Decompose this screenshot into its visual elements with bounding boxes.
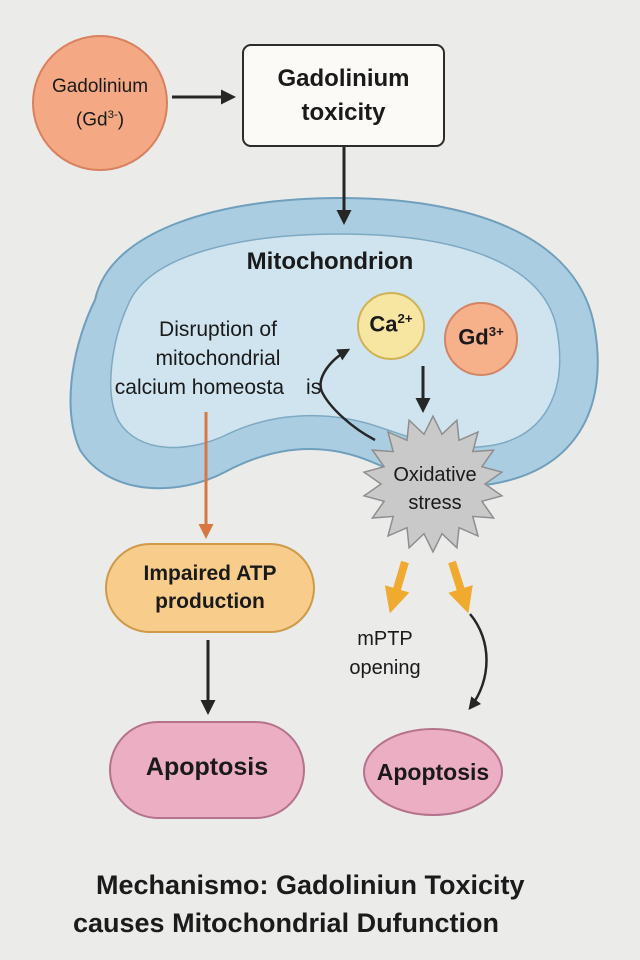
apoptosis-right-shape <box>363 728 503 816</box>
toxicity-label: Gadolinium toxicity <box>243 62 444 130</box>
gadolinium-circle <box>32 35 168 171</box>
atp-label: Impaired ATP production <box>106 560 314 616</box>
arrow-calcium-curve <box>319 348 376 442</box>
apoptosis-right-label: Apoptosis <box>376 759 490 785</box>
gadolinium-name: Gadolinium <box>51 76 149 97</box>
ca-ion-label: Ca2+ <box>369 311 413 337</box>
gd-ion <box>444 302 518 376</box>
mitochondrion-inner-membrane <box>110 233 561 449</box>
oxidative-line2: stress <box>408 492 462 514</box>
toxicity-line2: toxicity <box>301 99 386 126</box>
arrow-oxidative-to-mptp <box>384 560 410 614</box>
atp-line2: production <box>155 590 265 613</box>
atp-line1: Impaired ATP <box>143 562 277 585</box>
caption-line1: Mechanismo: Gadoliniun Toxicity <box>96 870 525 900</box>
toxicity-box <box>242 44 445 147</box>
apoptosis-left-label: Apoptosis <box>145 753 269 781</box>
ca-ion <box>357 292 425 360</box>
arrow-curve-to-apoptosis <box>468 613 488 710</box>
oxidative-line1: Oxidative <box>393 464 477 486</box>
gadolinium-label: Gadolinium (Gd3-) <box>33 72 167 134</box>
arrow-oxidative-to-apoptosis <box>448 560 473 614</box>
mptp-line1: mPTP <box>357 628 413 650</box>
mptp-label: mPTP opening <box>320 625 450 683</box>
mitochondrion-label: Mitochondrion <box>246 248 414 275</box>
caption-line2: causes Mitochondrial Dufunction <box>73 908 500 938</box>
toxicity-line1: Gadolinium <box>277 65 410 92</box>
gd-ion-label: Gd3+ <box>458 324 504 350</box>
apoptosis-left-shape <box>109 721 305 819</box>
mptp-line2: opening <box>349 657 421 679</box>
oxidative-label: Oxidative stress <box>360 461 510 517</box>
gadolinium-formula: (Gd3-) <box>75 109 125 131</box>
disruption-label: Disruption of mitochondrial calcium home… <box>102 315 334 402</box>
disruption-line1: Disruption of <box>159 318 277 341</box>
oxidative-stress-starburst <box>362 414 504 554</box>
disruption-line2: mitochondrial <box>155 347 281 370</box>
atp-box <box>105 543 315 633</box>
